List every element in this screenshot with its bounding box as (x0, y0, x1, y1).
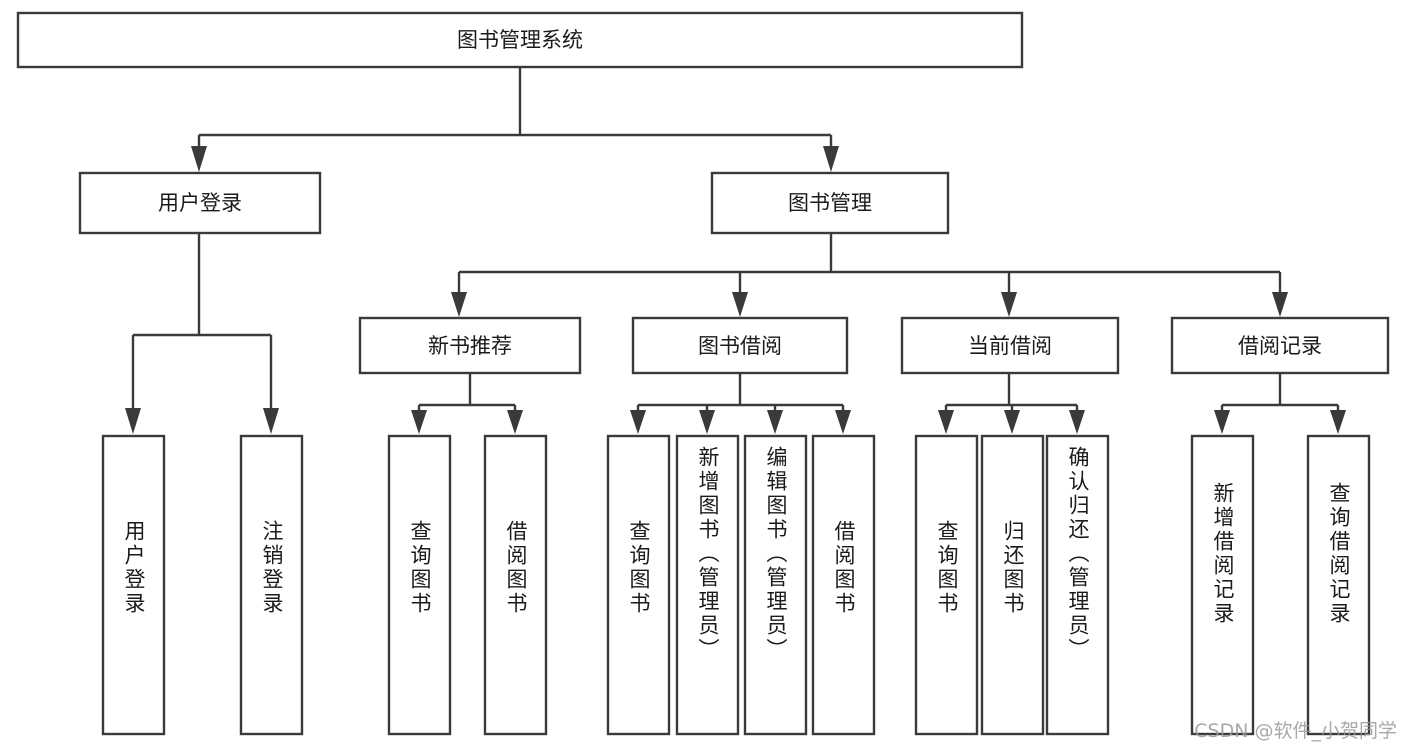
node-user-login-label: 用户登录 (158, 191, 242, 215)
edges-new-book-recommend-to-leaves (411, 373, 523, 434)
node-leaf-borrow-book-1-box[interactable] (483, 434, 548, 736)
node-leaf-query-book-3-box[interactable] (914, 434, 979, 736)
node-current-borrow-label: 当前借阅 (968, 334, 1052, 358)
node-leaf-add-record-box[interactable] (1190, 434, 1255, 736)
node-book-borrow[interactable]: 图书借阅 (631, 316, 849, 375)
arrow-bm-to-borrow-record (1272, 292, 1288, 317)
arrow-bm-to-current-borrow (1001, 292, 1017, 317)
node-leaf-add-book-box[interactable] (675, 434, 740, 736)
node-leaf-query-record-box[interactable] (1306, 434, 1371, 736)
edges-book-borrow-to-leaves (630, 373, 851, 434)
node-user-login[interactable]: 用户登录 (78, 171, 322, 235)
node-leaf-query-book-2-box[interactable] (606, 434, 671, 736)
edges-book-manage-to-level3 (451, 233, 1288, 317)
arrow-nbr-leaf-1 (411, 410, 427, 434)
node-borrow-record-label: 借阅记录 (1238, 334, 1322, 358)
node-new-book-recommend-label: 新书推荐 (428, 334, 512, 358)
node-book-borrow-label: 图书借阅 (698, 334, 782, 358)
node-root-box[interactable] (16, 11, 1024, 69)
edges-current-borrow-to-leaves (938, 373, 1085, 434)
arrow-cb-leaf-1 (938, 410, 954, 434)
node-root[interactable]: 图书管理系统 (16, 11, 1024, 69)
arrow-bb-leaf-3 (767, 410, 783, 434)
node-borrow-record-box[interactable] (1170, 316, 1390, 375)
arrow-user-login-leaf-2 (263, 408, 279, 434)
arrow-br-leaf-1 (1214, 410, 1230, 434)
node-new-book-recommend[interactable]: 新书推荐 (358, 316, 582, 375)
node-current-borrow[interactable]: 当前借阅 (900, 316, 1120, 375)
arrow-bb-leaf-4 (835, 410, 851, 434)
node-user-login-box[interactable] (78, 171, 322, 235)
node-new-book-recommend-box[interactable] (358, 316, 582, 375)
node-leaf-query-book-1-box[interactable] (387, 434, 452, 736)
arrow-cb-leaf-3 (1069, 410, 1085, 434)
arrow-user-login-leaf-1 (125, 408, 141, 434)
edges-root-to-level2 (191, 67, 839, 172)
arrow-cb-leaf-2 (1004, 410, 1020, 434)
node-book-borrow-box[interactable] (631, 316, 849, 375)
arrow-bb-leaf-1 (630, 410, 646, 434)
arrow-bm-to-book-borrow (732, 292, 748, 317)
arrow-root-to-user-login (191, 146, 207, 172)
node-leaf-borrow-book-2-box[interactable] (811, 434, 876, 736)
arrow-bm-to-new-book-recommend (451, 292, 467, 317)
node-leaf-logout-login-box[interactable] (239, 434, 304, 736)
node-book-manage[interactable]: 图书管理 (710, 171, 950, 235)
arrow-root-to-book-manage (823, 146, 839, 172)
node-root-label: 图书管理系统 (457, 28, 583, 52)
node-book-manage-box[interactable] (710, 171, 950, 235)
edges-borrow-record-to-leaves (1214, 373, 1346, 434)
node-leaf-user-login-box[interactable] (101, 434, 166, 736)
node-book-manage-label: 图书管理 (788, 191, 872, 215)
node-leaf-return-book-box[interactable] (980, 434, 1045, 736)
leaf-boxes (101, 434, 1371, 736)
node-leaf-confirm-return-box[interactable] (1045, 434, 1110, 736)
arrow-bb-leaf-2 (699, 410, 715, 434)
node-current-borrow-box[interactable] (900, 316, 1120, 375)
arrow-nbr-leaf-2 (507, 410, 523, 434)
node-leaf-edit-book-box[interactable] (743, 434, 808, 736)
edges-user-login-to-leaves (125, 233, 279, 434)
node-borrow-record[interactable]: 借阅记录 (1170, 316, 1390, 375)
arrow-br-leaf-2 (1330, 410, 1346, 434)
